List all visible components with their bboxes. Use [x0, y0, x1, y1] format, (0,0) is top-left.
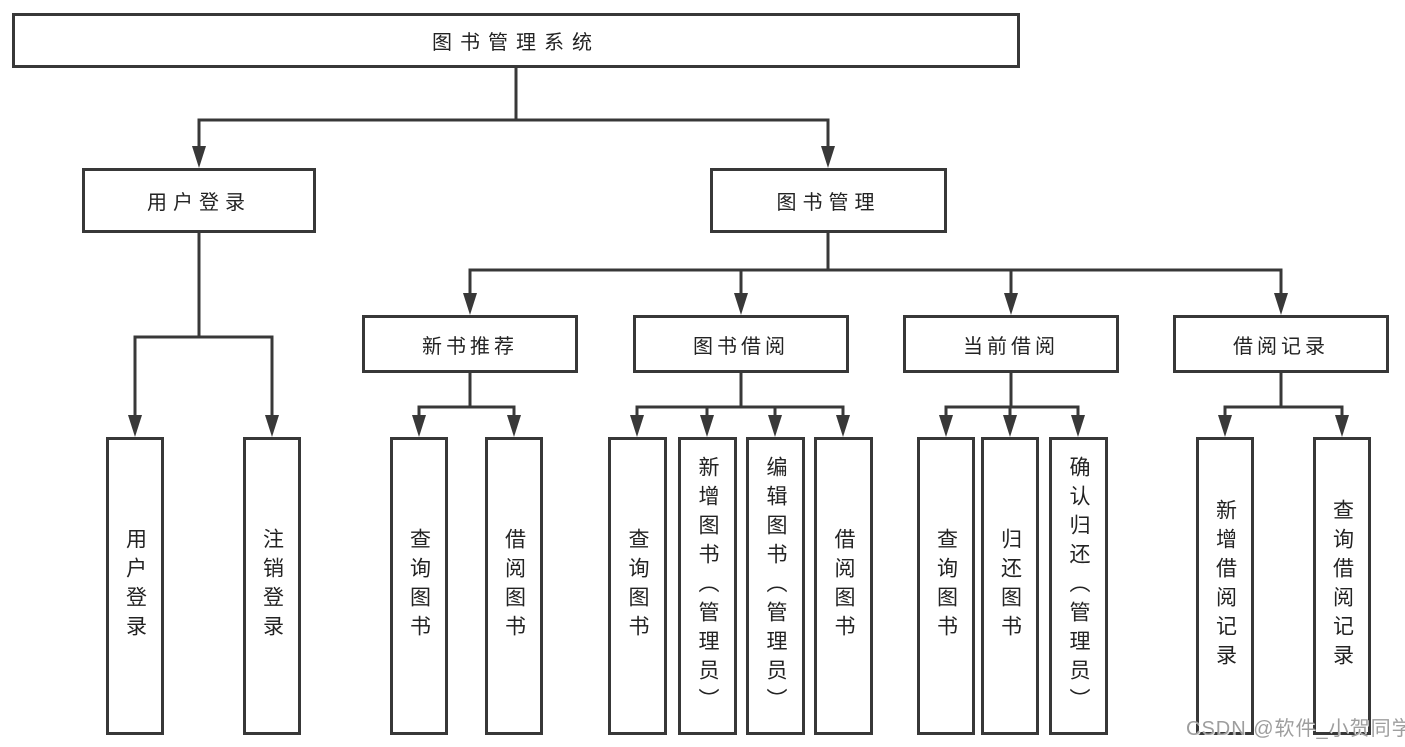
- node-new-book-recommend: 新书推荐: [362, 315, 578, 373]
- connector-root-to-level2: [192, 68, 835, 168]
- leaf-confirm-return-admin: 确认归还（管理员）: [1049, 437, 1108, 735]
- connector-book-mgmt-children: [463, 233, 1288, 315]
- leaf-borrow-books-recommend: 借阅图书: [485, 437, 543, 735]
- connector-user-login-children: [128, 233, 279, 437]
- connector-new-rec-children: [412, 373, 521, 437]
- leaf-add-books-admin: 新增图书（管理员）: [678, 437, 737, 735]
- leaf-logout: 注销登录: [243, 437, 301, 735]
- node-user-login: 用户登录: [82, 168, 316, 233]
- leaf-edit-books-admin: 编辑图书（管理员）: [746, 437, 805, 735]
- leaf-borrow-books: 借阅图书: [814, 437, 873, 735]
- connector-records-children: [1218, 373, 1349, 437]
- node-borrow-records: 借阅记录: [1173, 315, 1389, 373]
- node-book-management: 图书管理: [710, 168, 947, 233]
- connector-borrow-children: [630, 373, 850, 437]
- leaf-query-books-borrow: 查询图书: [608, 437, 667, 735]
- leaf-query-borrow-record: 查询借阅记录: [1313, 437, 1371, 735]
- csdn-watermark: CSDN @软件_小贺同学: [1186, 718, 1405, 740]
- leaf-return-books: 归还图书: [981, 437, 1039, 735]
- node-current-borrow: 当前借阅: [903, 315, 1119, 373]
- leaf-query-books-recommend: 查询图书: [390, 437, 448, 735]
- leaf-query-books-current: 查询图书: [917, 437, 975, 735]
- connector-current-children: [939, 373, 1085, 437]
- leaf-user-login: 用户登录: [106, 437, 164, 735]
- node-root: 图书管理系统: [12, 13, 1020, 68]
- node-book-borrow: 图书借阅: [633, 315, 849, 373]
- leaf-add-borrow-record: 新增借阅记录: [1196, 437, 1254, 735]
